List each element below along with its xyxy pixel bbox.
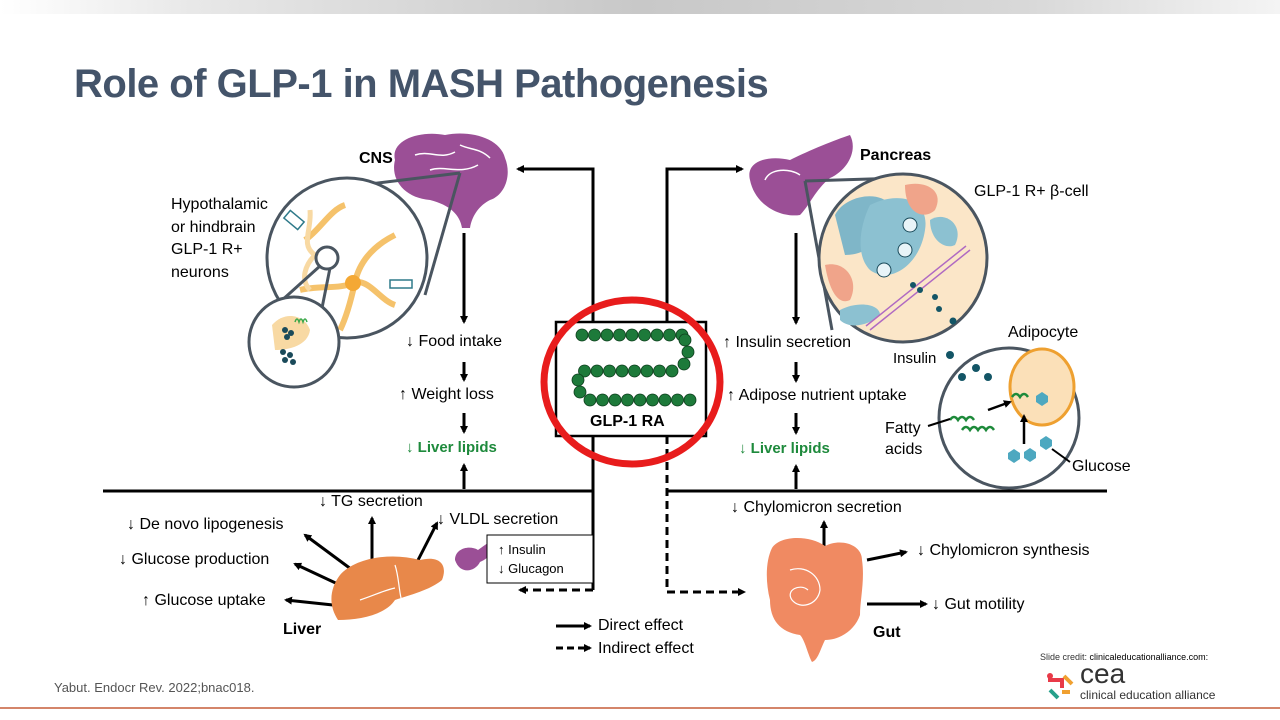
neuron-caption: Hypothalamic or hindbrain GLP-1 R+ neuro… [171, 196, 268, 281]
peptide-bead [671, 393, 684, 407]
pancreas-icon [749, 135, 853, 216]
arrow-glucose-production [293, 562, 343, 588]
gut-effect-chylo-synthesis: ↓ Chylomicron synthesis [917, 542, 1090, 559]
peptide-bead [608, 393, 622, 407]
reference-citation: Yabut. Endocr Rev. 2022;bnac018. [54, 680, 255, 695]
footer-divider [0, 707, 1280, 709]
peptide-bead [573, 385, 587, 399]
peptide-bead [646, 393, 659, 407]
peptide-bead [571, 373, 585, 387]
hormone-insulin: ↑ Insulin [498, 542, 546, 557]
dashed-arrow-to-gut [665, 436, 746, 596]
top-gradient-bar [0, 0, 1280, 14]
pancreas-chain-adipose-uptake: ↑ Adipose nutrient uptake [727, 387, 907, 404]
peptide-bead [663, 328, 676, 342]
adipocyte-magnifier [927, 346, 1081, 490]
credit-site: clinicaleducationalliance.com: [1089, 652, 1209, 662]
arrow-vldl [413, 521, 439, 567]
peptide-bead [665, 364, 679, 378]
highlight-circle [540, 296, 724, 468]
peptide-bead [613, 328, 626, 342]
credit-prefix: Slide credit: [1040, 652, 1088, 662]
cns-chain-liver-lipids: ↓ Liver lipids [406, 439, 497, 456]
fatty-acids-label: Fatty acids [885, 420, 923, 458]
neuron-magnifier [247, 171, 462, 389]
peptide-bead [653, 364, 666, 378]
hormone-glucagon: ↓ Glucagon [498, 561, 564, 576]
liver-effect-glucose-uptake: ↑ Glucose uptake [142, 592, 266, 609]
liver-effect-vldl: ↓ VLDL secretion [437, 511, 559, 528]
glucose-label: Glucose [1072, 458, 1131, 475]
arrow-glucose-uptake [284, 596, 334, 607]
peptide-bead [681, 345, 695, 359]
cns-label: CNS [359, 150, 393, 167]
small-pancreas-icon [455, 538, 497, 571]
peptide-bead [621, 393, 634, 407]
peptide-chain-icon [571, 328, 697, 407]
beta-cell-magnifier [803, 172, 989, 359]
cns-chain-food-intake: ↓ Food intake [406, 333, 503, 350]
peptide-bead [683, 393, 697, 407]
legend-direct: Direct effect [598, 617, 684, 634]
brain-icon [394, 133, 508, 228]
peptide-bead [588, 328, 601, 342]
pancreas-chain-liver-lipids: ↓ Liver lipids [739, 440, 830, 457]
peptide-bead [596, 393, 609, 407]
peptide-bead [650, 328, 664, 342]
peptide-bead [625, 328, 639, 342]
peptide-bead [640, 364, 654, 378]
cea-logo-word: cea [1080, 658, 1126, 689]
gut-icon [766, 537, 863, 662]
insulin-label: Insulin [893, 350, 937, 367]
liver-effect-glucose-production: ↓ Glucose production [119, 551, 270, 568]
beta-cell-caption: GLP-1 R+ β-cell [974, 183, 1089, 200]
peptide-bead [678, 333, 692, 347]
legend-indirect: Indirect effect [598, 640, 694, 657]
peptide-bead [677, 357, 691, 371]
connectors [103, 165, 1107, 652]
cea-logo-icon [1047, 673, 1074, 700]
pancreas-label: Pancreas [860, 147, 932, 164]
cns-chain-weight-loss: ↑ Weight loss [399, 386, 494, 403]
liver-effect-dnl: ↓ De novo lipogenesis [127, 516, 284, 533]
peptide-bead [578, 364, 591, 378]
liver-label: Liver [283, 621, 322, 638]
gut-effect-motility: ↓ Gut motility [932, 596, 1025, 613]
peptide-bead [658, 393, 672, 407]
peptide-bead [628, 364, 641, 378]
peptide-bead [600, 328, 614, 342]
arrow-to-pancreas [665, 165, 744, 322]
gut-effect-chylo-secretion: ↓ Chylomicron secretion [731, 499, 902, 516]
cea-logo-subtitle: clinical education alliance [1080, 688, 1216, 702]
peptide-bead [633, 393, 647, 407]
liver-effect-tg: ↓ TG secretion [319, 493, 423, 510]
slide-title: Role of GLP-1 in MASH Pathogenesis [74, 62, 769, 106]
peptide-bead [638, 328, 651, 342]
pancreas-chain-insulin-secretion: ↑ Insulin secretion [723, 334, 852, 351]
liver-icon [331, 556, 444, 620]
hormone-box [486, 534, 594, 584]
slide-credit: Slide credit: clinicaleducationalliance.… [1040, 652, 1208, 662]
peptide-bead [603, 364, 616, 378]
peptide-bead [583, 393, 597, 407]
arrow-chylo-synthesis [866, 549, 908, 562]
glp1-ra-label: GLP-1 RA [590, 413, 665, 430]
arrow-to-cns [516, 165, 595, 322]
gut-label: Gut [873, 624, 901, 641]
peptide-bead [615, 364, 629, 378]
adipocyte-label: Adipocyte [1008, 324, 1079, 341]
peptide-bead [590, 364, 604, 378]
peptide-bead [575, 328, 589, 342]
arrow-dnl [303, 533, 356, 574]
